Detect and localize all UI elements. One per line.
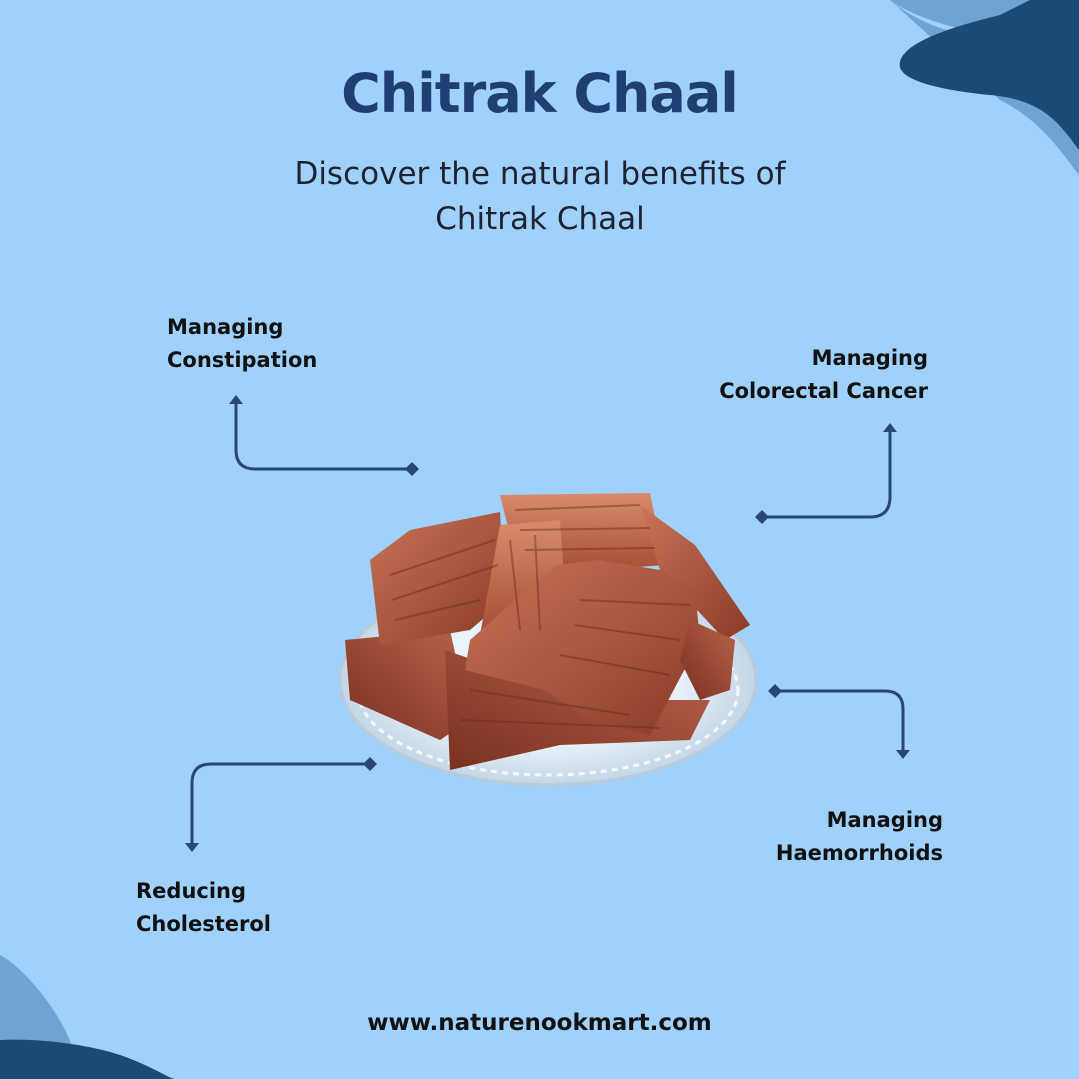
bottom-left-dark-blob (0, 1039, 175, 1079)
benefit-haemorrhoids: Managing Haemorrhoids (776, 804, 943, 870)
arrow-haemorrhoids (773, 689, 905, 754)
benefit-line-2: Constipation (167, 348, 318, 372)
subtitle-line-1: Discover the natural benefits of (294, 156, 786, 192)
page-title: Chitrak Chaal (341, 62, 739, 125)
bark-piece (465, 560, 700, 735)
arrow-head-up (883, 423, 897, 432)
arrow-diamond (768, 684, 782, 698)
benefit-line-1: Reducing (136, 879, 247, 903)
benefit-line-2: Colorectal Cancer (719, 379, 928, 403)
bark-piece (680, 620, 735, 700)
arrow-diamond (755, 510, 769, 524)
benefit-line-1: Managing (167, 315, 284, 339)
page-subtitle: Discover the natural benefits of Chitrak… (240, 152, 840, 242)
benefit-colorectal-cancer: Managing Colorectal Cancer (719, 342, 928, 408)
benefit-line-1: Managing (811, 346, 928, 370)
arrow-diamond (405, 462, 419, 476)
benefit-constipation: Managing Constipation (167, 311, 317, 377)
bark-piece (345, 630, 470, 740)
arrow-cholesterol (190, 762, 372, 847)
arrow-head-up (229, 395, 243, 404)
arrow-head-down (896, 750, 910, 759)
bark-piece (370, 512, 505, 645)
bark-piece (640, 505, 750, 640)
top-right-dark-blob (899, 0, 1079, 150)
arrow-diamond (363, 757, 377, 771)
benefit-cholesterol: Reducing Cholesterol (136, 875, 271, 941)
website-link[interactable]: www.naturenookmart.com (367, 1010, 712, 1036)
arrow-colorectal (760, 428, 892, 519)
arrow-head-down (185, 843, 199, 852)
subtitle-line-2: Chitrak Chaal (435, 201, 645, 237)
benefit-line-2: Haemorrhoids (775, 841, 943, 865)
benefit-line-1: Managing (826, 808, 943, 832)
benefit-line-2: Cholesterol (136, 912, 271, 936)
arrow-constipation (234, 400, 414, 471)
